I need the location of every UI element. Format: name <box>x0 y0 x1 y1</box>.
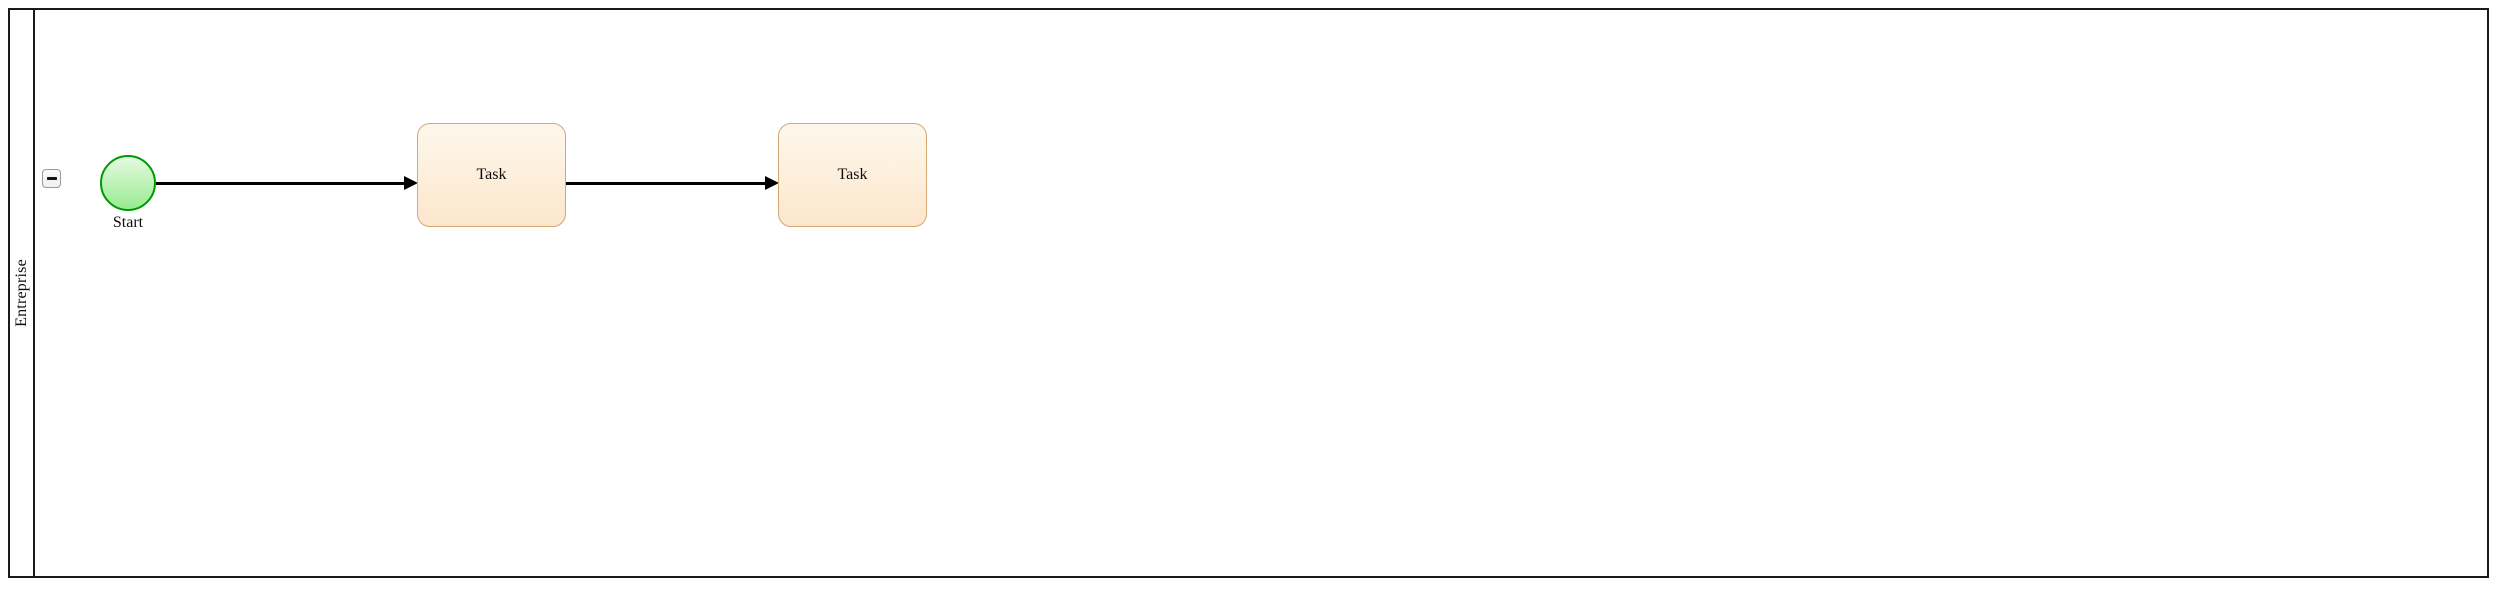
collapse-lane-toggle-button[interactable] <box>42 169 61 188</box>
arrowhead-icon <box>404 176 418 190</box>
minus-icon <box>46 177 57 180</box>
task-node-2[interactable]: Task <box>778 123 927 227</box>
flow-line <box>156 182 406 185</box>
start-event-node[interactable] <box>100 155 156 211</box>
arrowhead-icon <box>765 176 779 190</box>
task-label: Task <box>476 166 507 183</box>
start-event-label: Start <box>112 214 144 231</box>
lane-body: Start Task Task <box>35 10 2487 576</box>
task-node-1[interactable]: Task <box>417 123 566 227</box>
lane-header-entreprise[interactable]: Entreprise <box>10 10 35 576</box>
flow-line <box>566 182 767 185</box>
sequence-flow-start-to-task-1[interactable] <box>156 173 418 193</box>
sequence-flow-task-1-to-task-2[interactable] <box>566 173 779 193</box>
bpmn-pool[interactable]: Entreprise Start Task Task <box>8 8 2489 578</box>
task-label: Task <box>837 166 868 183</box>
lane-label: Entreprise <box>12 259 30 327</box>
